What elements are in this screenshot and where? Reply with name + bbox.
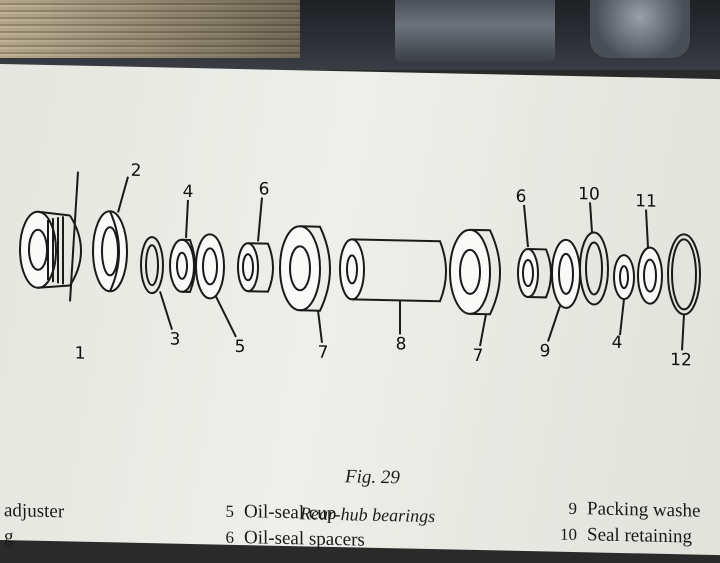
label-10: 10 bbox=[578, 184, 600, 205]
legend-number-6: 6 bbox=[225, 527, 235, 547]
label-6-right: 6 bbox=[515, 186, 527, 208]
part-4-right bbox=[613, 254, 635, 336]
part-7-right-bearing bbox=[449, 228, 501, 347]
part-6-left-spacer bbox=[237, 197, 274, 293]
label-11: 11 bbox=[635, 191, 657, 212]
part-7-left-bearing bbox=[279, 225, 331, 343]
legend-label-6: Oil-seal spacers bbox=[244, 527, 365, 551]
label-7-left: 7 bbox=[317, 342, 329, 363]
part-12-circlip bbox=[667, 233, 701, 351]
part-6-right-spacer bbox=[517, 204, 552, 299]
part-3-washer bbox=[140, 236, 173, 330]
label-4-right: 4 bbox=[611, 332, 623, 354]
metal-knob bbox=[590, 0, 690, 58]
label-8: 8 bbox=[395, 334, 407, 355]
book-page: 1 2 3 4 5 6 7 8 7 6 9 10 4 11 12 Fig. 29… bbox=[0, 64, 720, 556]
figure-number: Fig. 29 bbox=[345, 466, 400, 489]
legend-item-9: 9 Packing washe bbox=[555, 498, 701, 523]
part-1-adjuster bbox=[19, 171, 82, 302]
label-7-right: 7 bbox=[472, 345, 484, 367]
legend-label-5: Oil-seal cup bbox=[244, 501, 337, 525]
legend-item-1: adjuster bbox=[4, 500, 64, 523]
legend-label-10: Seal retaining bbox=[587, 524, 692, 548]
part-8-spacer-tube bbox=[339, 238, 447, 335]
label-1: 1 bbox=[74, 343, 86, 364]
legend-label-left2: g bbox=[4, 526, 14, 548]
part-2-locknut bbox=[92, 176, 129, 293]
legend-number-5: 5 bbox=[225, 501, 235, 521]
label-3: 3 bbox=[169, 329, 181, 350]
part-9-packing-washer bbox=[547, 238, 581, 342]
label-9: 9 bbox=[539, 341, 551, 362]
exploded-bearing-diagram bbox=[19, 171, 701, 351]
label-12: 12 bbox=[670, 350, 692, 371]
legend-item-5: 5 Oil-seal cup bbox=[212, 500, 337, 525]
legend-label-9: Packing washe bbox=[587, 498, 701, 522]
part-11 bbox=[637, 209, 663, 305]
legend-item-left2: g bbox=[4, 526, 14, 548]
label-5: 5 bbox=[234, 336, 246, 358]
metal-tool bbox=[395, 0, 555, 62]
legend-number-10: 10 bbox=[560, 524, 577, 545]
legend-item-10: 10 Seal retaining bbox=[555, 524, 692, 549]
label-6-left: 6 bbox=[258, 179, 270, 200]
part-5-oil-seal-cup bbox=[195, 233, 237, 338]
legend-item-6: 6 Oil-seal spacers bbox=[212, 526, 365, 551]
background-desk bbox=[0, 0, 720, 70]
legend-label-1: adjuster bbox=[4, 500, 65, 523]
part-10-seal-retaining bbox=[579, 202, 609, 306]
book-stack bbox=[0, 0, 300, 58]
label-4-left: 4 bbox=[182, 181, 194, 203]
label-2: 2 bbox=[130, 160, 142, 181]
part-4-left bbox=[169, 199, 196, 293]
legend-number-9: 9 bbox=[568, 498, 578, 519]
